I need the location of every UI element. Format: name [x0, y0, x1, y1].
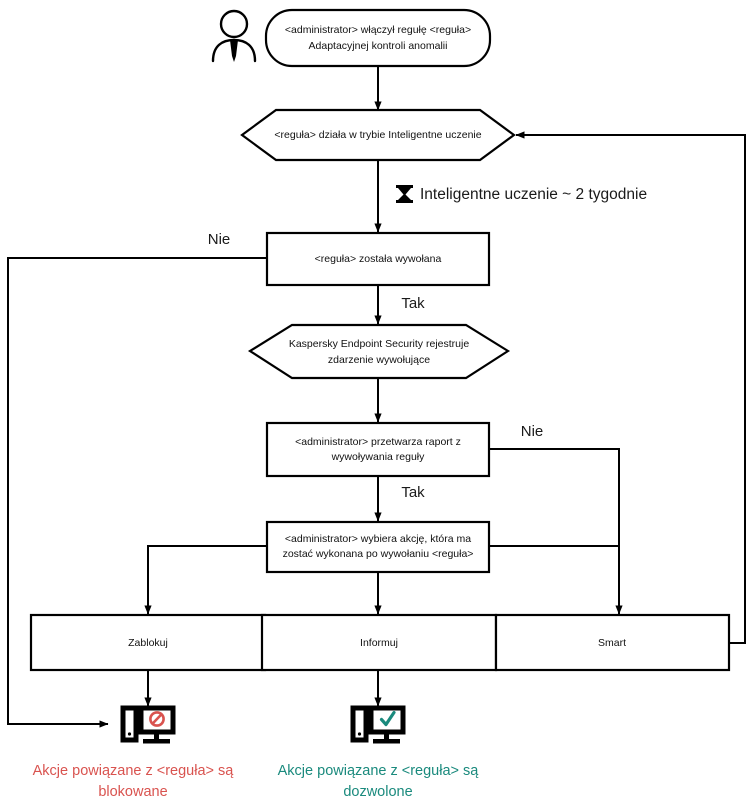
outcome-allowed-line-1: Akcje powiązane z <reguła> są — [278, 763, 480, 779]
node-action-block-label: Zablokuj — [128, 637, 168, 649]
node-start[interactable]: <administrator> włączył regułę <reguła> … — [264, 8, 492, 68]
node-start-line-2: Adaptacyjnej kontroli anomalii — [309, 40, 448, 52]
edge-smart-back-to-learning — [515, 131, 746, 644]
node-kes-logs-line-2: zdarzenie wywołujące — [328, 354, 430, 366]
edge-label-report-nie: Nie — [521, 423, 544, 440]
node-admin-report-line-1: <administrator> przetwarza raport z — [295, 436, 461, 448]
node-kes-logs-line-1: Kaspersky Endpoint Security rejestruje — [289, 338, 469, 350]
edge-report-nie-to-smart — [489, 448, 623, 615]
node-rule-triggered-label: <reguła> została wywołana — [315, 253, 442, 265]
person-icon — [211, 9, 257, 63]
node-admin-report[interactable]: <administrator> przetwarza raport z wywo… — [265, 421, 491, 478]
computer-blocked-icon — [120, 705, 176, 744]
outcome-blocked-line-1: Akcje powiązane z <reguła> są — [33, 763, 235, 779]
edge-label-triggered-tak: Tak — [401, 295, 425, 312]
node-admin-report-line-2: wywoływania reguły — [331, 451, 426, 463]
edge-label-triggered-nie: Nie — [208, 231, 231, 248]
node-start-line-1: <administrator> włączył regułę <reguła> — [285, 24, 471, 36]
node-learning-mode[interactable]: <reguła> działa w trybie Inteligentne uc… — [240, 108, 516, 162]
edge-label-report-tak: Tak — [401, 484, 425, 501]
outcome-blocked-line-2: blokowane — [98, 784, 167, 800]
node-admin-action-line-1: <administrator> wybiera akcję, która ma — [285, 533, 471, 545]
node-action-smart[interactable]: Smart — [494, 613, 731, 672]
outcome-allowed-line-2: dozwolone — [343, 784, 412, 800]
node-action-inform[interactable]: Informuj — [260, 613, 498, 672]
node-admin-action[interactable]: <administrator> wybiera akcję, która ma … — [265, 520, 491, 574]
computer-allowed-icon — [350, 705, 406, 744]
node-learning-mode-label: <reguła> działa w trybie Inteligentne uc… — [274, 129, 481, 141]
edge-triggered-nie-to-blocked — [7, 257, 267, 728]
node-action-smart-label: Smart — [598, 637, 626, 649]
edge-action-to-block — [144, 545, 267, 615]
node-kes-logs[interactable]: Kaspersky Endpoint Security rejestruje z… — [247, 323, 511, 380]
learning-duration-label: Inteligentne uczenie ~ 2 tygodnie — [420, 186, 647, 203]
node-rule-triggered[interactable]: <reguła> została wywołana — [265, 231, 491, 287]
node-admin-action-line-2: zostać wykonana po wywołaniu <reguła> — [283, 548, 474, 560]
hourglass-icon — [396, 185, 413, 203]
node-action-inform-label: Informuj — [360, 637, 398, 649]
node-action-block[interactable]: Zablokuj — [29, 613, 267, 672]
